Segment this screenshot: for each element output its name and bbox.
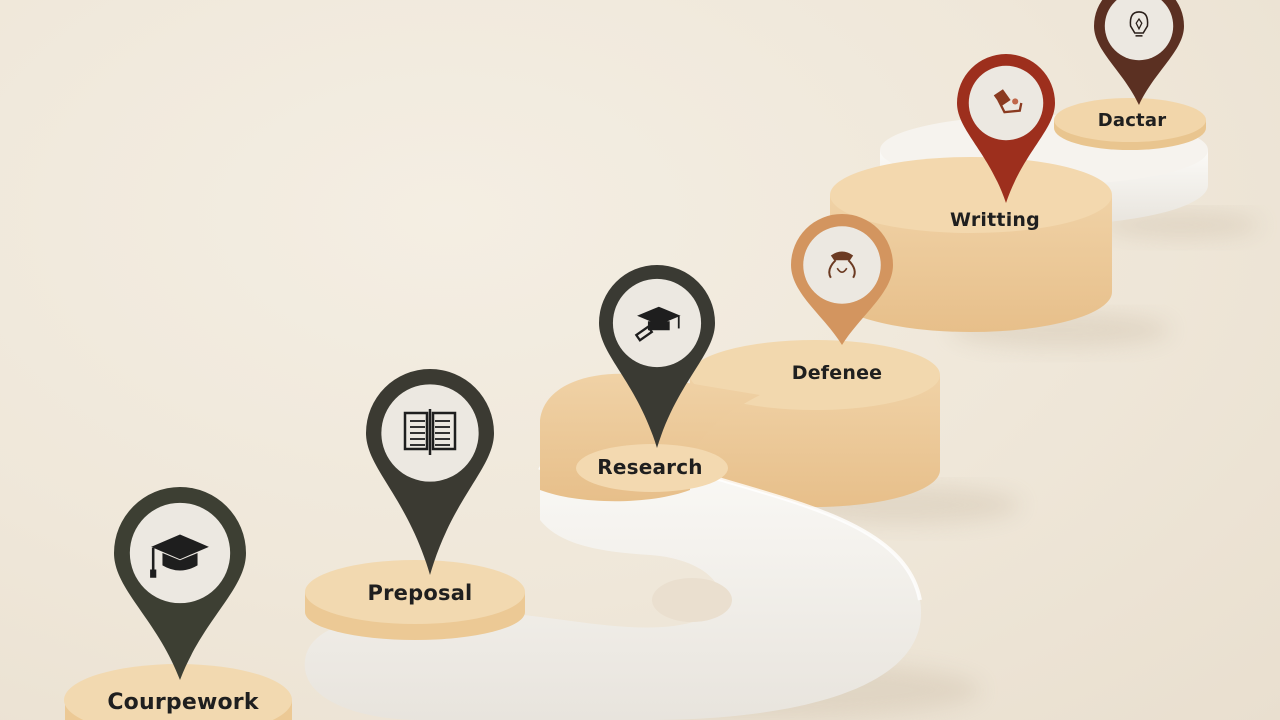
step-label-research: Research xyxy=(597,455,703,479)
map-pin-dactar xyxy=(1094,0,1184,105)
step-label-courpework: Courpework xyxy=(107,690,259,715)
idea-bulb-icon xyxy=(1129,11,1149,37)
pins-layer xyxy=(114,0,1184,680)
pedestal-preposal xyxy=(305,560,525,640)
step-label-defenee: Defenee xyxy=(791,362,883,384)
step-label-dactar: Dactar xyxy=(1097,110,1167,131)
pin-face xyxy=(803,226,881,304)
map-pin-writting xyxy=(957,54,1055,203)
writing-hand-icon xyxy=(993,89,1023,114)
graduation-cap-icon xyxy=(150,534,209,578)
presenter-icon xyxy=(828,251,856,279)
step-label-writting: Writting xyxy=(950,209,1040,231)
open-book-icon xyxy=(403,409,457,455)
map-pin-courpework xyxy=(114,487,246,680)
pedestal-writting xyxy=(830,157,1112,332)
pedestal-courpework xyxy=(64,664,292,720)
pedestal-defenee xyxy=(690,340,940,507)
step-label-preposal: Preposal xyxy=(367,581,473,605)
pedestal-research xyxy=(540,373,760,502)
map-pin-research xyxy=(599,265,715,448)
map-pin-defenee xyxy=(790,213,893,345)
map-pin-preposal xyxy=(366,369,494,575)
cap-magnifier-icon xyxy=(634,306,681,342)
